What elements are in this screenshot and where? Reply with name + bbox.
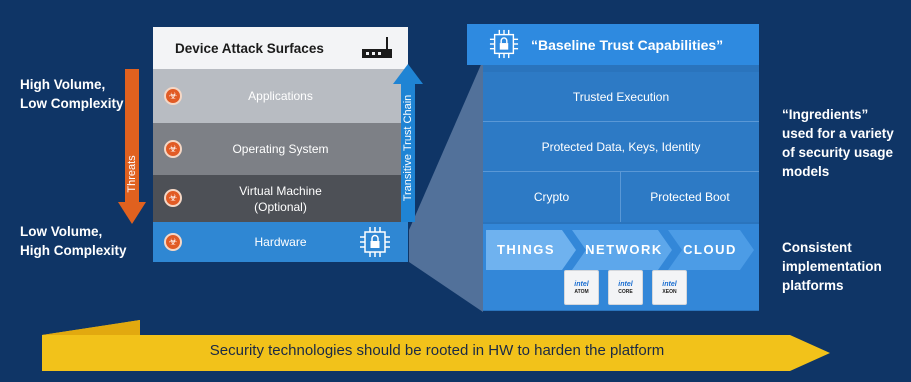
banner-arrow	[42, 320, 830, 371]
note-low-volume: Low Volume, High Complexity	[20, 224, 127, 258]
layer-os-label: Operating System	[232, 142, 329, 156]
chevron-network: NETWORK	[585, 242, 663, 257]
layer-operating-system: ☣ Operating System	[153, 123, 408, 175]
biohazard-icon: ☣	[164, 189, 182, 207]
note-high-volume: High Volume, Low Complexity	[20, 77, 124, 111]
lock-chip-icon	[359, 226, 391, 261]
chevron-things: THINGS	[496, 242, 556, 257]
protected-boot-box: Protected Boot	[621, 172, 759, 222]
protected-data-box: Protected Data, Keys, Identity	[483, 122, 759, 172]
trust-chain-label: Transitive Trust Chain	[402, 94, 414, 202]
note-consistent: Consistent implementation platforms	[782, 240, 882, 293]
layer-hardware: ☣ Hardware	[153, 222, 408, 262]
layer-applications-label: Applications	[248, 89, 313, 103]
platform-chevrons	[486, 230, 754, 270]
chip-name: CORE	[618, 288, 633, 295]
layer-applications: ☣ Applications	[153, 69, 408, 123]
layer-virtual-machine: ☣ Virtual Machine (Optional)	[153, 175, 408, 222]
intel-xeon-chip-icon: intel XEON	[652, 270, 687, 305]
layer-hardware-label: Hardware	[254, 235, 307, 249]
threats-arrow	[118, 69, 146, 224]
baseline-trust-title: “Baseline Trust Capabilities”	[531, 36, 724, 53]
trust-chain-arrow	[393, 64, 423, 222]
chip-brand: intel	[618, 280, 633, 288]
intel-atom-chip-icon: intel ATOM	[564, 270, 599, 305]
attack-surfaces-title: Device Attack Surfaces	[175, 40, 324, 56]
banner-text: Security technologies should be rooted i…	[209, 342, 665, 359]
biohazard-icon: ☣	[164, 233, 182, 251]
attack-surfaces-header: Device Attack Surfaces	[153, 27, 408, 69]
chevron-cloud: CLOUD	[683, 242, 737, 257]
protected-data-label: Protected Data, Keys, Identity	[541, 139, 701, 154]
threats-label: Threats	[126, 155, 138, 193]
router-icon	[358, 35, 394, 68]
protected-boot-label: Protected Boot	[650, 190, 730, 204]
intel-core-chip-icon: intel CORE	[608, 270, 643, 305]
biohazard-icon: ☣	[164, 140, 182, 158]
baseline-trust-header: “Baseline Trust Capabilities”	[467, 24, 759, 65]
chip-name: ATOM	[574, 288, 589, 295]
chip-brand: intel	[662, 280, 677, 288]
biohazard-icon: ☣	[164, 87, 182, 105]
note-ingredients: “Ingredients” used for a variety of secu…	[782, 107, 894, 179]
chip-brand: intel	[574, 280, 589, 288]
crypto-label: Crypto	[533, 190, 570, 204]
trusted-execution-box: Trusted Execution	[483, 72, 759, 122]
lock-chip-icon	[489, 29, 519, 64]
chip-name: XEON	[662, 288, 677, 295]
layer-vm-label: Virtual Machine (Optional)	[239, 183, 322, 214]
crypto-box: Crypto	[483, 172, 621, 222]
trusted-execution-label: Trusted Execution	[572, 89, 670, 104]
